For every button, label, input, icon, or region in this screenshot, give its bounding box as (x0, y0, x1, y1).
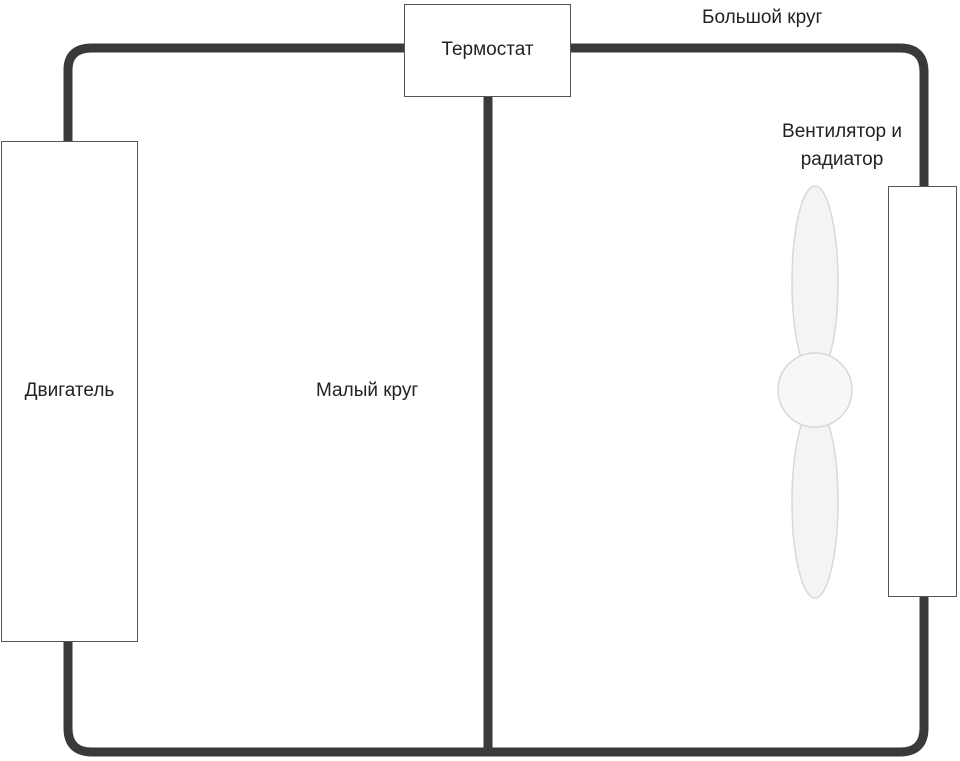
big-loop-pipe (566, 43, 929, 191)
engine-label: Двигатель (24, 380, 115, 401)
big-loop-label: Большой круг (702, 7, 823, 28)
radiator-label: Вентилятор и радиатор (782, 121, 902, 170)
engine-block (1, 141, 138, 642)
fan-icon (777, 185, 853, 599)
radiator-return-pipe (63, 592, 929, 757)
thermostat-label: Термостат (441, 39, 534, 60)
small-loop-label: Малый круг (316, 380, 419, 401)
engine-supply-pipe (63, 43, 409, 146)
radiator-block (888, 186, 957, 597)
thermostat-block (404, 4, 571, 97)
